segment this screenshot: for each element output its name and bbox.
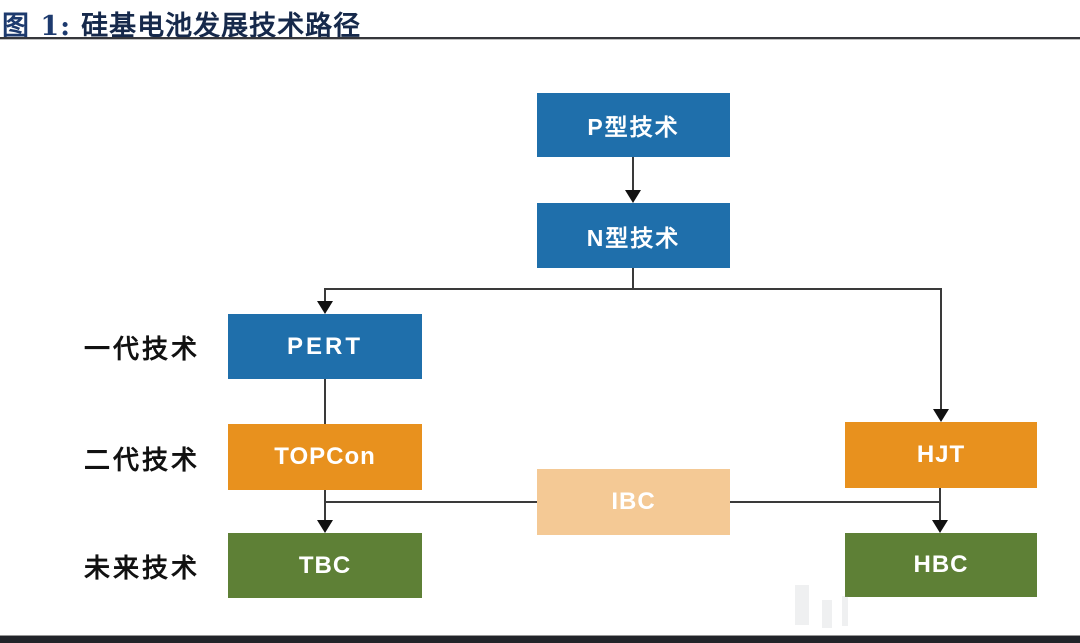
connector-rail-to-hjt	[940, 288, 942, 410]
figure-title: 图 1: 硅基电池发展技术路径	[2, 4, 361, 43]
node-p-type: P型技术	[537, 93, 730, 157]
title-rule-divider	[0, 37, 1080, 40]
figure-number: 图 1:	[2, 11, 72, 42]
connector-topcon-to-tbc	[324, 490, 326, 521]
row-label-gen2: 二代技术	[84, 446, 201, 476]
connector-rail-to-pert	[324, 288, 326, 302]
branch-rail	[324, 288, 942, 290]
watermark-smudge	[795, 585, 809, 625]
arrowhead-pert-top	[317, 301, 333, 314]
arrowhead-n-top	[625, 190, 641, 203]
row-label-gen1: 一代技术	[84, 335, 201, 365]
arrowhead-tbc-top	[317, 520, 333, 533]
node-n-type: N型技术	[537, 203, 730, 268]
arrowhead-hbc-top	[932, 520, 948, 533]
arrowhead-hjt-top	[933, 409, 949, 422]
connector-p-to-n	[632, 157, 634, 193]
watermark-smudge	[842, 596, 848, 626]
connector-n-to-rail	[632, 268, 634, 290]
node-ibc: IBC	[537, 469, 730, 535]
node-topcon: TOPCon	[228, 424, 422, 490]
row-label-future: 未来技术	[84, 554, 201, 584]
connector-ibc-to-hjt-line	[730, 501, 941, 503]
connector-topcon-to-ibc	[324, 501, 537, 503]
node-pert: PERT	[228, 314, 422, 379]
figure-title-text: 硅基电池发展技术路径	[81, 11, 362, 42]
node-hjt: HJT	[845, 422, 1037, 488]
node-tbc: TBC	[228, 533, 422, 598]
connector-hjt-to-hbc	[939, 488, 941, 521]
connector-pert-to-topcon	[324, 379, 326, 424]
page-bottom-bar	[0, 635, 1080, 643]
watermark-smudge	[822, 600, 832, 628]
node-hbc: HBC	[845, 533, 1037, 597]
